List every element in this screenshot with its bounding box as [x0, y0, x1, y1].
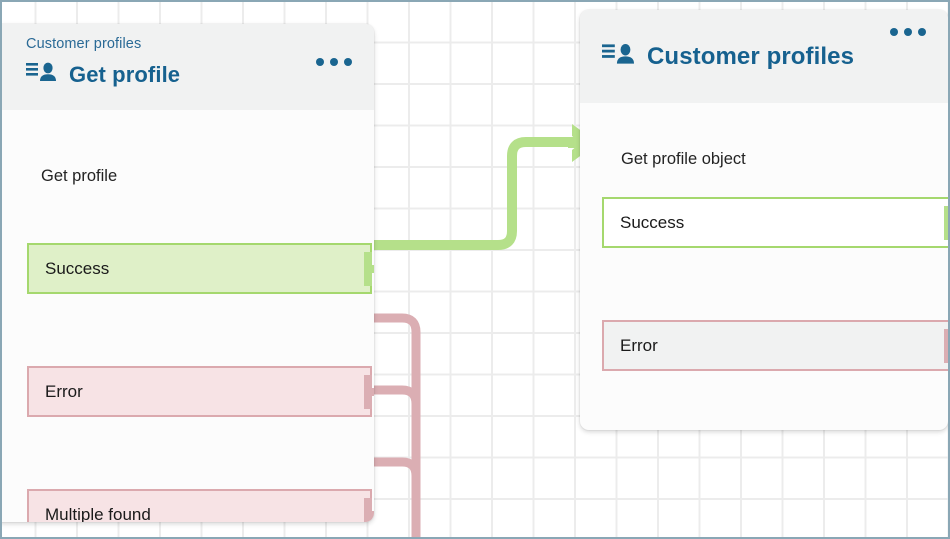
output-row-success[interactable]: Success	[27, 243, 372, 294]
node-subtitle: Customer profiles	[26, 36, 356, 52]
connector-success	[368, 142, 580, 245]
output-row-label: Error	[604, 336, 658, 356]
connector-none-found	[372, 462, 416, 539]
kebab-menu-icon[interactable]	[890, 28, 926, 36]
output-port-error[interactable]	[944, 329, 948, 363]
connector-error	[372, 318, 416, 539]
node-title: Get profile	[69, 62, 180, 88]
output-row-error[interactable]: Error	[27, 366, 372, 417]
output-row-label: Success	[29, 259, 109, 279]
node-body-get-profile: Get profile Success Error Multiple found	[0, 110, 374, 522]
contact-list-icon	[602, 41, 634, 72]
output-port-error[interactable]	[364, 375, 372, 409]
node-body-customer-profiles: Get profile object Success Error None fo…	[580, 103, 948, 430]
node-customer-profiles[interactable]: Customer profiles Get profile object Suc…	[580, 10, 948, 430]
output-row-success[interactable]: Success	[602, 197, 948, 248]
output-row-error[interactable]: Error	[602, 320, 948, 371]
output-port-success[interactable]	[944, 206, 948, 240]
output-row-label: Success	[604, 213, 684, 233]
output-row-label: Multiple found	[29, 505, 151, 523]
connector-multiple-found	[372, 390, 416, 539]
output-port-multiple-found[interactable]	[364, 498, 372, 523]
kebab-menu-icon[interactable]	[316, 58, 352, 66]
node-body-label: Get profile object	[621, 150, 746, 169]
output-port-success[interactable]	[364, 252, 372, 286]
output-row-multiple-found[interactable]: Multiple found	[27, 489, 372, 522]
node-body-label: Get profile	[41, 167, 117, 186]
node-get-profile[interactable]: Customer profiles Get profile	[0, 24, 374, 522]
node-title: Customer profiles	[647, 43, 854, 71]
node-header-customer-profiles: Customer profiles	[580, 10, 948, 103]
output-row-label: Error	[29, 382, 83, 402]
contact-list-icon	[26, 60, 56, 89]
node-header-get-profile: Customer profiles Get profile	[0, 24, 374, 110]
